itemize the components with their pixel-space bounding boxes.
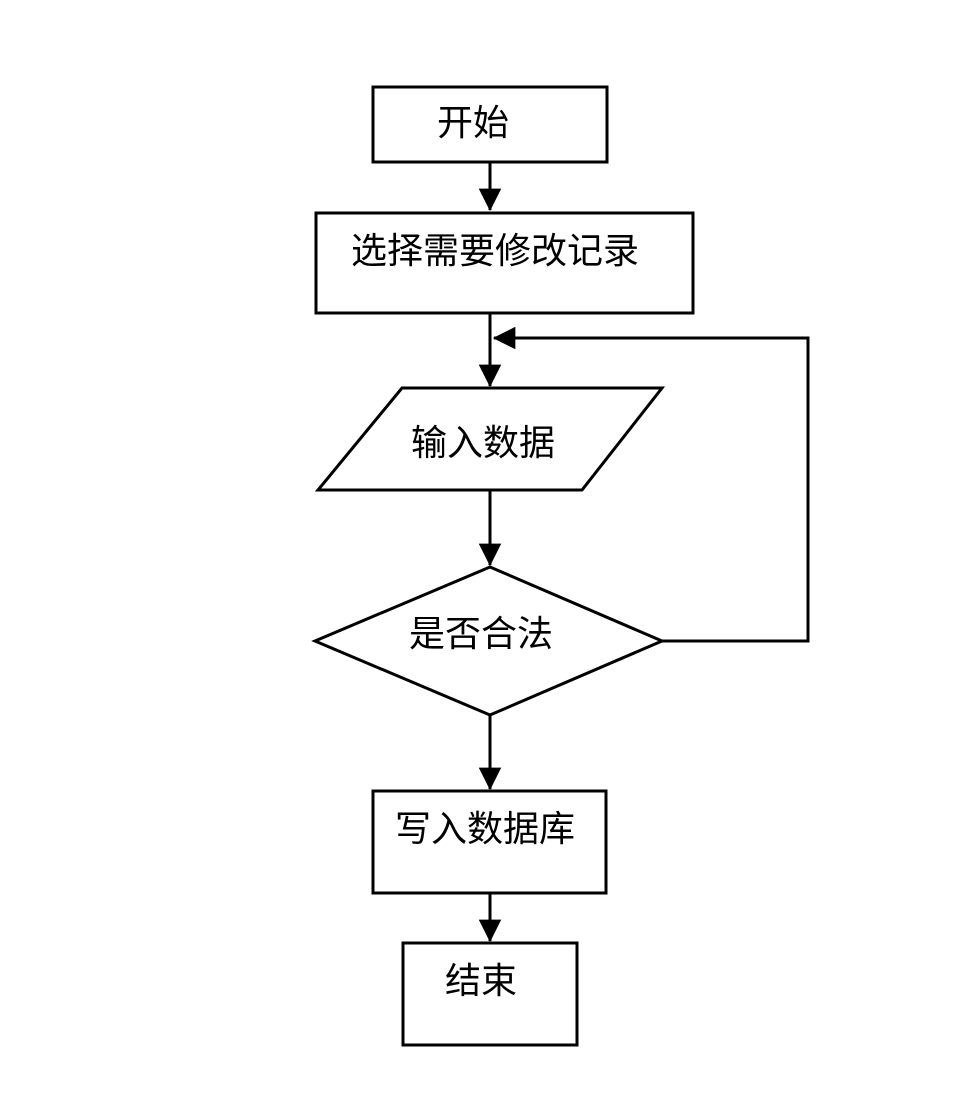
node-write-db-label: 写入数据库 <box>395 809 575 849</box>
node-start: 开始 <box>371 85 609 164</box>
node-input-data: 输入数据 <box>314 386 666 492</box>
node-start-label: 开始 <box>437 103 509 143</box>
node-input-data-label: 输入数据 <box>411 423 555 463</box>
edge-isvalid-loopback <box>492 326 810 643</box>
node-end-label: 结束 <box>445 961 517 1001</box>
node-is-valid-label: 是否合法 <box>409 614 553 654</box>
node-is-valid: 是否合法 <box>311 565 666 717</box>
node-write-db: 写入数据库 <box>371 789 608 895</box>
node-end: 结束 <box>401 941 579 1047</box>
node-select-record-label: 选择需要修改记录 <box>351 231 639 271</box>
node-select-record: 选择需要修改记录 <box>314 211 695 315</box>
